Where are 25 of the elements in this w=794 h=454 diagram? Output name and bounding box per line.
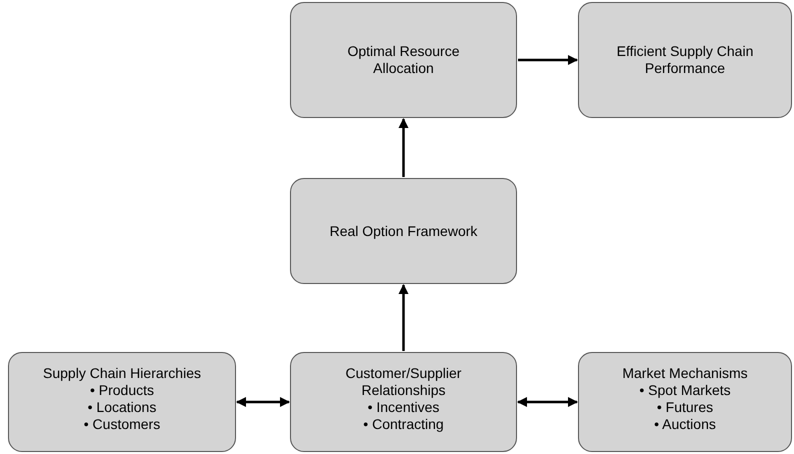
arrow <box>398 118 408 177</box>
process-box <box>290 352 517 452</box>
process-box <box>8 352 236 452</box>
arrow <box>398 284 408 351</box>
box-title: Market Mechanisms <box>622 365 748 382</box>
bullet-item: • Incentives <box>368 399 440 416</box>
arrow <box>236 397 290 407</box>
bullet-item: • Contracting <box>363 416 444 433</box>
bullet-item: • Customers <box>84 416 160 433</box>
process-box <box>578 352 792 452</box>
box-title: Optimal Resource Allocation <box>346 43 461 77</box>
bullet-item: • Products <box>90 382 154 399</box>
process-box <box>290 2 517 118</box>
bullet-item: • Locations <box>88 399 156 416</box>
arrow <box>518 55 578 65</box>
bullet-item: • Spot Markets <box>639 382 731 399</box>
box-title: Customer/Supplier Relationships <box>344 365 462 399</box>
bullet-item: • Auctions <box>654 416 716 433</box>
box-title: Real Option Framework <box>330 222 478 240</box>
process-box <box>290 178 517 284</box>
bullet-item: • Futures <box>656 399 714 416</box>
arrow <box>517 397 578 407</box>
box-title: Efficient Supply Chain Performance <box>616 43 754 77</box>
box-title: Supply Chain Hierarchies <box>43 365 201 382</box>
process-box <box>578 2 792 118</box>
